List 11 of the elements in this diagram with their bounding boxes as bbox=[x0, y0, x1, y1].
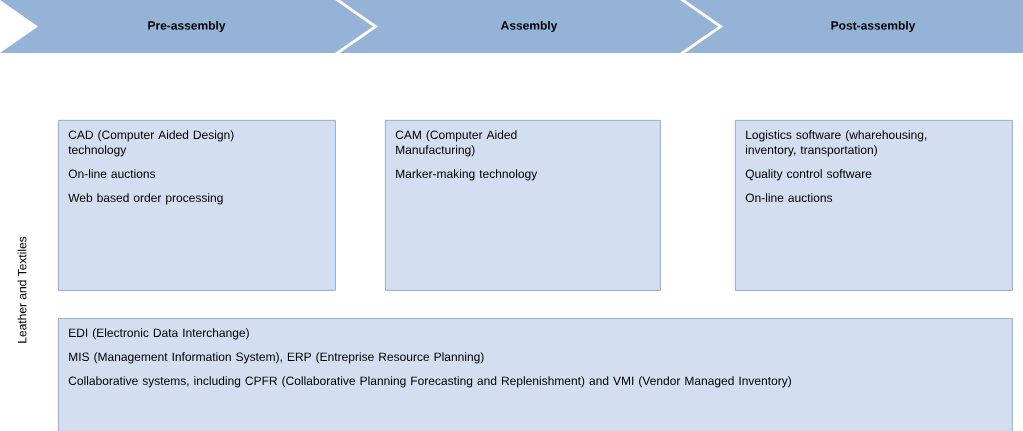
text-box: CAM (Computer Aided Manufacturing) Marker-making technology bbox=[385, 120, 661, 291]
node-label: Assembly bbox=[500, 20, 558, 33]
step-band: Pre-assembly bbox=[0, 0, 373, 53]
text-box: EDI (Electronic Data Interchange) MIS (Management Information System), ERP (Entreprise Resource Planning) Collaborative systems, including CPFR (Collaborative Planning Forecasting and Replenishment) and VMI (Vendor Managed Inventory) bbox=[58, 318, 1013, 431]
step-band: Post-assembly bbox=[685, 0, 1023, 53]
node-label: Post-assembly bbox=[831, 20, 916, 33]
text-box: CAD (Computer Aided Design) technology On-line auctions Web based order processing bbox=[58, 120, 336, 291]
step-band: Assembly bbox=[340, 0, 718, 53]
text-box: Logistics software (wharehousing, inventory, transportation) Quality control software On-line auctions bbox=[735, 120, 1013, 291]
node-label: Pre-assembly bbox=[148, 20, 226, 33]
side-label: Leather and Textiles bbox=[17, 236, 27, 343]
